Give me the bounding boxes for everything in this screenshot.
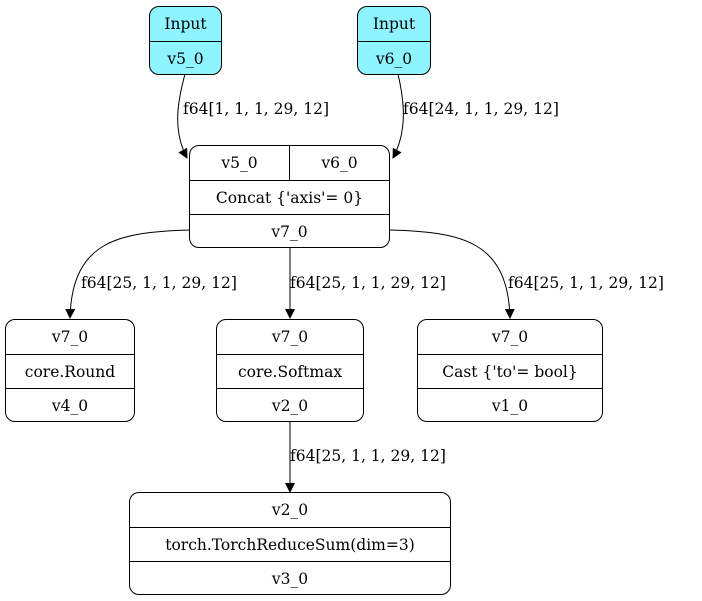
- edge-label-concat-to-cast: f64[25, 1, 1, 29, 12]: [508, 274, 664, 292]
- reducesum-output: v3_0: [130, 561, 450, 594]
- input-node-name: v6_0: [358, 41, 430, 74]
- reducesum-input: v2_0: [271, 501, 309, 519]
- cast-output: v1_0: [418, 388, 602, 421]
- round-op: core.Round: [6, 354, 134, 388]
- reducesum-op: torch.TorchReduceSum(dim=3): [130, 527, 450, 561]
- edge-concat-to-round: [65, 229, 191, 319]
- softmax-output: v2_0: [217, 388, 363, 421]
- input-node-header: Input: [164, 15, 207, 33]
- input-node-header: Input: [372, 15, 416, 33]
- input-node-v6[interactable]: Input v6_0: [357, 6, 431, 75]
- edge-label-concat-to-round: f64[25, 1, 1, 29, 12]: [81, 274, 237, 292]
- softmax-op: core.Softmax: [217, 354, 363, 388]
- edge-label-softmax-to-reducesum: f64[25, 1, 1, 29, 12]: [290, 447, 446, 465]
- edge-label-concat-to-softmax: f64[25, 1, 1, 29, 12]: [290, 274, 446, 292]
- edge-label-v6-to-concat: f64[24, 1, 1, 29, 12]: [403, 100, 559, 118]
- round-input: v7_0: [51, 328, 89, 346]
- input-node-v5[interactable]: Input v5_0: [149, 6, 222, 75]
- softmax-node[interactable]: v7_0 core.Softmax v2_0: [216, 319, 364, 422]
- edge-v5-to-concat: [177, 73, 188, 159]
- cast-input: v7_0: [491, 328, 529, 346]
- concat-op: Concat {'axis'= 0}: [190, 180, 389, 214]
- concat-input-v5: v5_0: [221, 154, 258, 172]
- concat-output: v7_0: [190, 214, 389, 247]
- round-node[interactable]: v7_0 core.Round v4_0: [5, 319, 135, 422]
- edge-label-v5-to-concat: f64[1, 1, 1, 29, 12]: [183, 100, 330, 118]
- cast-op: Cast {'to'= bool}: [418, 354, 602, 388]
- reducesum-node[interactable]: v2_0 torch.TorchReduceSum(dim=3) v3_0: [129, 492, 451, 595]
- edge-v6-to-concat: [392, 73, 404, 159]
- concat-node[interactable]: v5_0 v6_0 Concat {'axis'= 0} v7_0: [189, 145, 390, 248]
- round-output: v4_0: [6, 388, 134, 421]
- edge-concat-to-cast: [389, 229, 515, 319]
- cast-node[interactable]: v7_0 Cast {'to'= bool} v1_0: [417, 319, 603, 422]
- softmax-input: v7_0: [271, 328, 309, 346]
- input-node-name: v5_0: [150, 41, 221, 74]
- concat-input-v6: v6_0: [289, 146, 389, 180]
- concat-inputs-row: v5_0 v6_0: [190, 146, 389, 180]
